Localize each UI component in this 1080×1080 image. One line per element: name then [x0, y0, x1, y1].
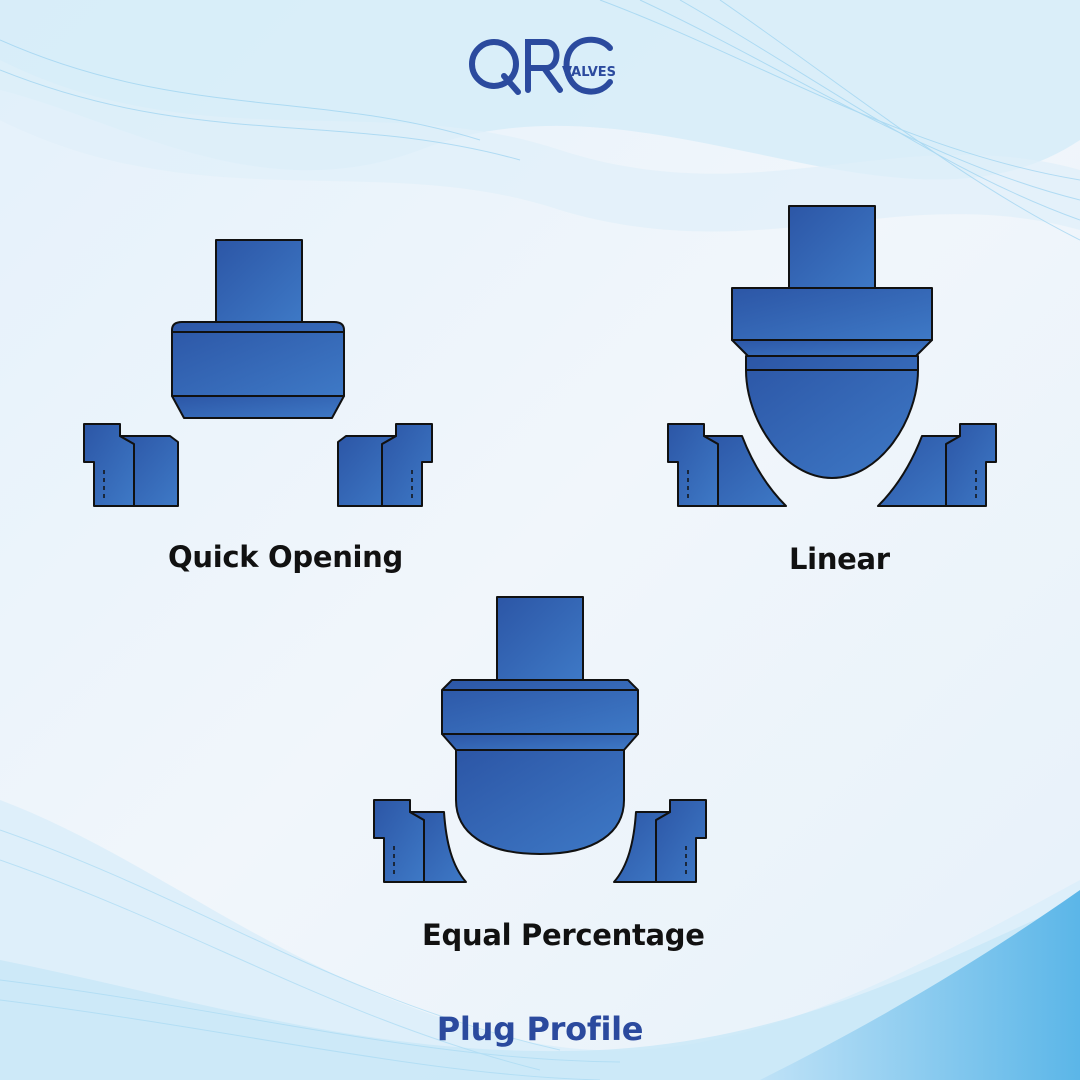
quick-opening-label: Quick Opening: [168, 540, 403, 574]
qrc-valves-logo: VALVES: [469, 36, 616, 95]
plug-bevel: [731, 339, 933, 357]
linear-diagram: [667, 205, 997, 507]
plug-head: [171, 321, 345, 397]
plug-stem: [496, 596, 584, 682]
plug-stem: [788, 205, 876, 291]
plug-bevel: [171, 395, 345, 419]
plug-stem: [215, 239, 303, 325]
plug-head: [441, 679, 639, 735]
page-title: Plug Profile: [436, 1010, 644, 1048]
linear-label: Linear: [789, 542, 890, 576]
equal-percentage-diagram: [373, 596, 707, 883]
plug-bevel: [441, 733, 639, 751]
plug-tip: [455, 749, 625, 855]
plug-head: [731, 287, 933, 341]
quick-opening-diagram: [83, 239, 433, 507]
equal-percentage-label: Equal Percentage: [422, 918, 705, 952]
plug-tip: [745, 355, 919, 479]
logo-subtext: VALVES: [562, 65, 616, 80]
